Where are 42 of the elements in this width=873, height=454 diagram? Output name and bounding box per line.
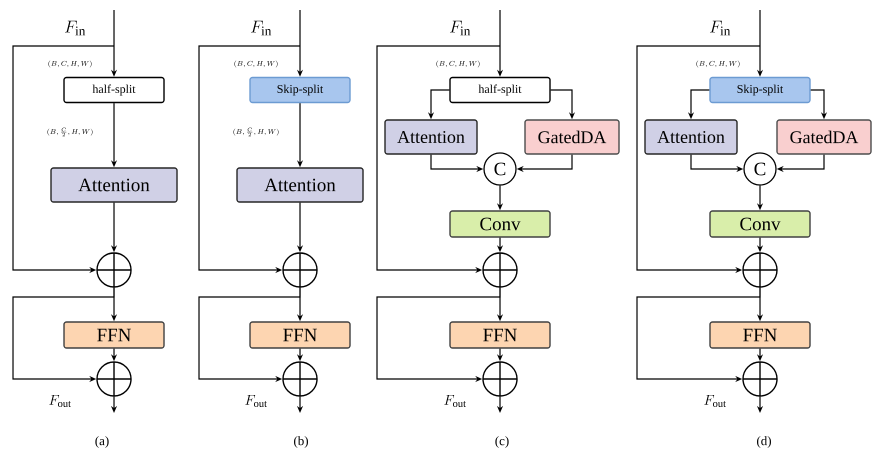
block-box: Attention <box>50 167 178 203</box>
sum-circle <box>96 252 132 288</box>
tensor-shape-label: $(B,\frac{C}{2},H,W)$ <box>47 128 93 136</box>
block-box: Attention <box>236 167 364 203</box>
feature-label: $F_{\mathrm{in}}$ <box>64 20 86 36</box>
feature-label: $F_{\mathrm{out}}$ <box>704 395 726 408</box>
sum-circle <box>482 252 518 288</box>
feature-label: $F_{\mathrm{in}}$ <box>710 20 730 36</box>
block-box: FFN <box>709 321 811 349</box>
panel-caption: (d) <box>757 436 771 448</box>
block-box: FFN <box>63 321 165 349</box>
sum-circle <box>742 252 778 288</box>
block-box: FFN <box>449 321 551 349</box>
split-box: half-split <box>449 76 551 104</box>
sum-circle <box>482 361 518 397</box>
feature-label: $F_{\mathrm{in}}$ <box>250 20 272 36</box>
feature-label: $F_{\mathrm{in}}$ <box>450 20 470 36</box>
tensor-shape-label: $(B,C,H,W)$ <box>48 60 92 68</box>
sum-circle <box>742 361 778 397</box>
tensor-shape-label: $(B,\frac{C}{2},H,W)$ <box>233 128 279 136</box>
sum-circle <box>282 361 318 397</box>
tensor-shape-label: $(B,C,H,W)$ <box>436 60 480 68</box>
block-box: Conv <box>709 210 811 238</box>
panel-caption: (b) <box>294 436 308 448</box>
block-box: Conv <box>449 210 551 238</box>
tensor-shape-label: $(B,C,H,W)$ <box>234 60 278 68</box>
block-box: GatedDA <box>524 119 620 155</box>
block-box: Attention <box>384 119 478 155</box>
feature-label: $F_{\mathrm{out}}$ <box>245 395 267 408</box>
panel-caption: (c) <box>495 436 509 448</box>
feature-label: $F_{\mathrm{out}}$ <box>444 395 466 408</box>
block-box: FFN <box>249 321 351 349</box>
sum-circle <box>282 252 318 288</box>
split-box: Skip-split <box>249 76 351 104</box>
feature-label: $F_{\mathrm{out}}$ <box>49 395 71 408</box>
sum-circle <box>96 361 132 397</box>
block-box: GatedDA <box>776 119 872 155</box>
panel-caption: (a) <box>95 436 109 448</box>
block-box: Attention <box>644 119 738 155</box>
tensor-shape-label: $(B,C,H,W)$ <box>696 60 740 68</box>
split-box: half-split <box>63 76 165 104</box>
split-box: Skip-split <box>709 76 811 104</box>
